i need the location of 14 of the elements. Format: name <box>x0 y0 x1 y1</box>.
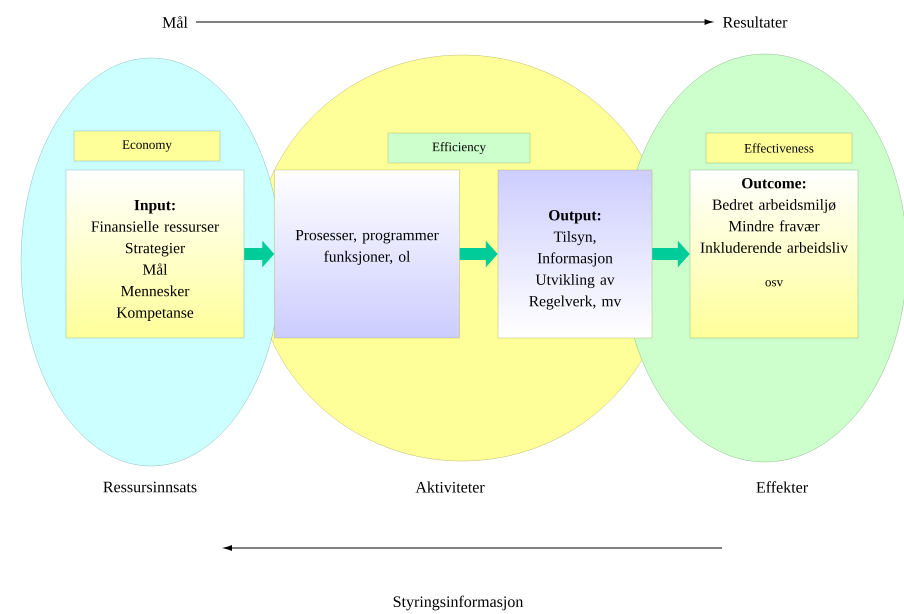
caption-text: Styringsinformasjon <box>394 596 524 610</box>
process-box: Input: Finansielle ressurser Strategier Mål Mennesker Kompetanse <box>66 170 244 338</box>
arrow <box>195 19 713 25</box>
ellipse-caption: Ressursinnsats <box>103 482 197 492</box>
label-box: Efficiency <box>388 132 530 164</box>
heading-text: Mål <box>162 16 188 28</box>
ellipse-caption: Effekter <box>756 481 808 493</box>
process-box: Output: Tilsyn, Informasjon Utvikling av Regelverk, mv <box>498 170 652 338</box>
ellipse-caption: Aktiviteter <box>416 481 485 493</box>
heading-text: Resultater <box>723 16 788 28</box>
label-box: Effectiveness <box>706 132 852 164</box>
label-box: Economy <box>74 130 220 162</box>
process-box: Outcome: Bedret arbeidsmiljø Mindre fravær Inkluderende arbeidsliv osv <box>690 170 858 338</box>
process-box: Prosesser, programmer funksjoner, ol <box>274 170 460 338</box>
